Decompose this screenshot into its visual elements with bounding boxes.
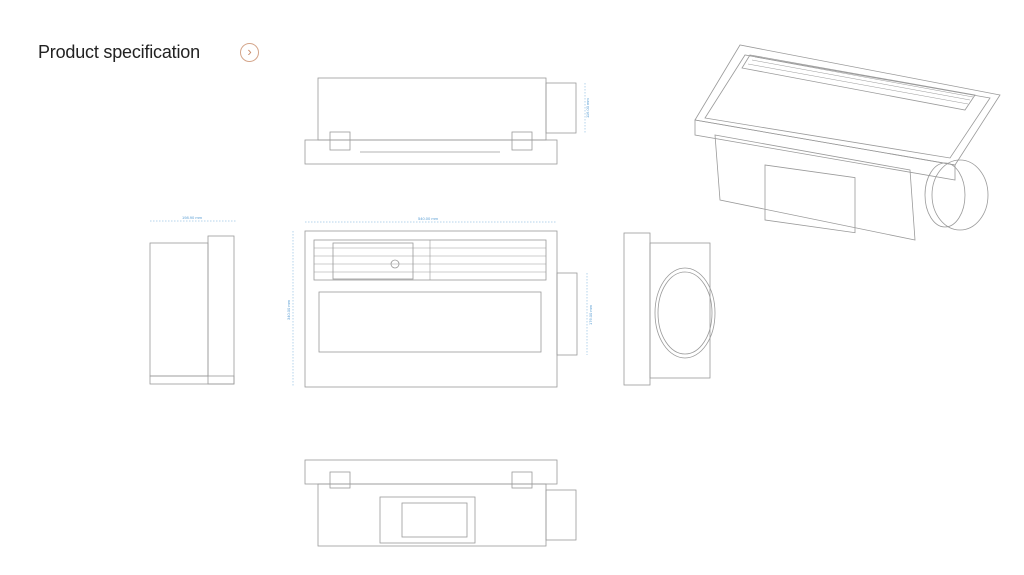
left-end-view: 198.90 mm (149, 215, 236, 385)
width-dimension: 198.90 mm (182, 215, 203, 220)
duct-dimension: 176.00 mm (588, 304, 593, 325)
height-dimension: 116.00 mm (585, 98, 590, 118)
depth-dimension: 340.00 mm (286, 299, 291, 320)
bottom-elevation-view (304, 459, 577, 547)
right-end-view (623, 232, 716, 386)
plan-view: 540.00 mm 340.00 mm 176.00 mm (286, 216, 593, 388)
next-chevron-icon[interactable]: › (240, 43, 259, 62)
length-dimension: 540.00 mm (418, 216, 439, 221)
isometric-view (694, 44, 1001, 241)
side-elevation-view: 116.00 mm (304, 77, 590, 165)
page-title: Product specification (38, 42, 200, 62)
